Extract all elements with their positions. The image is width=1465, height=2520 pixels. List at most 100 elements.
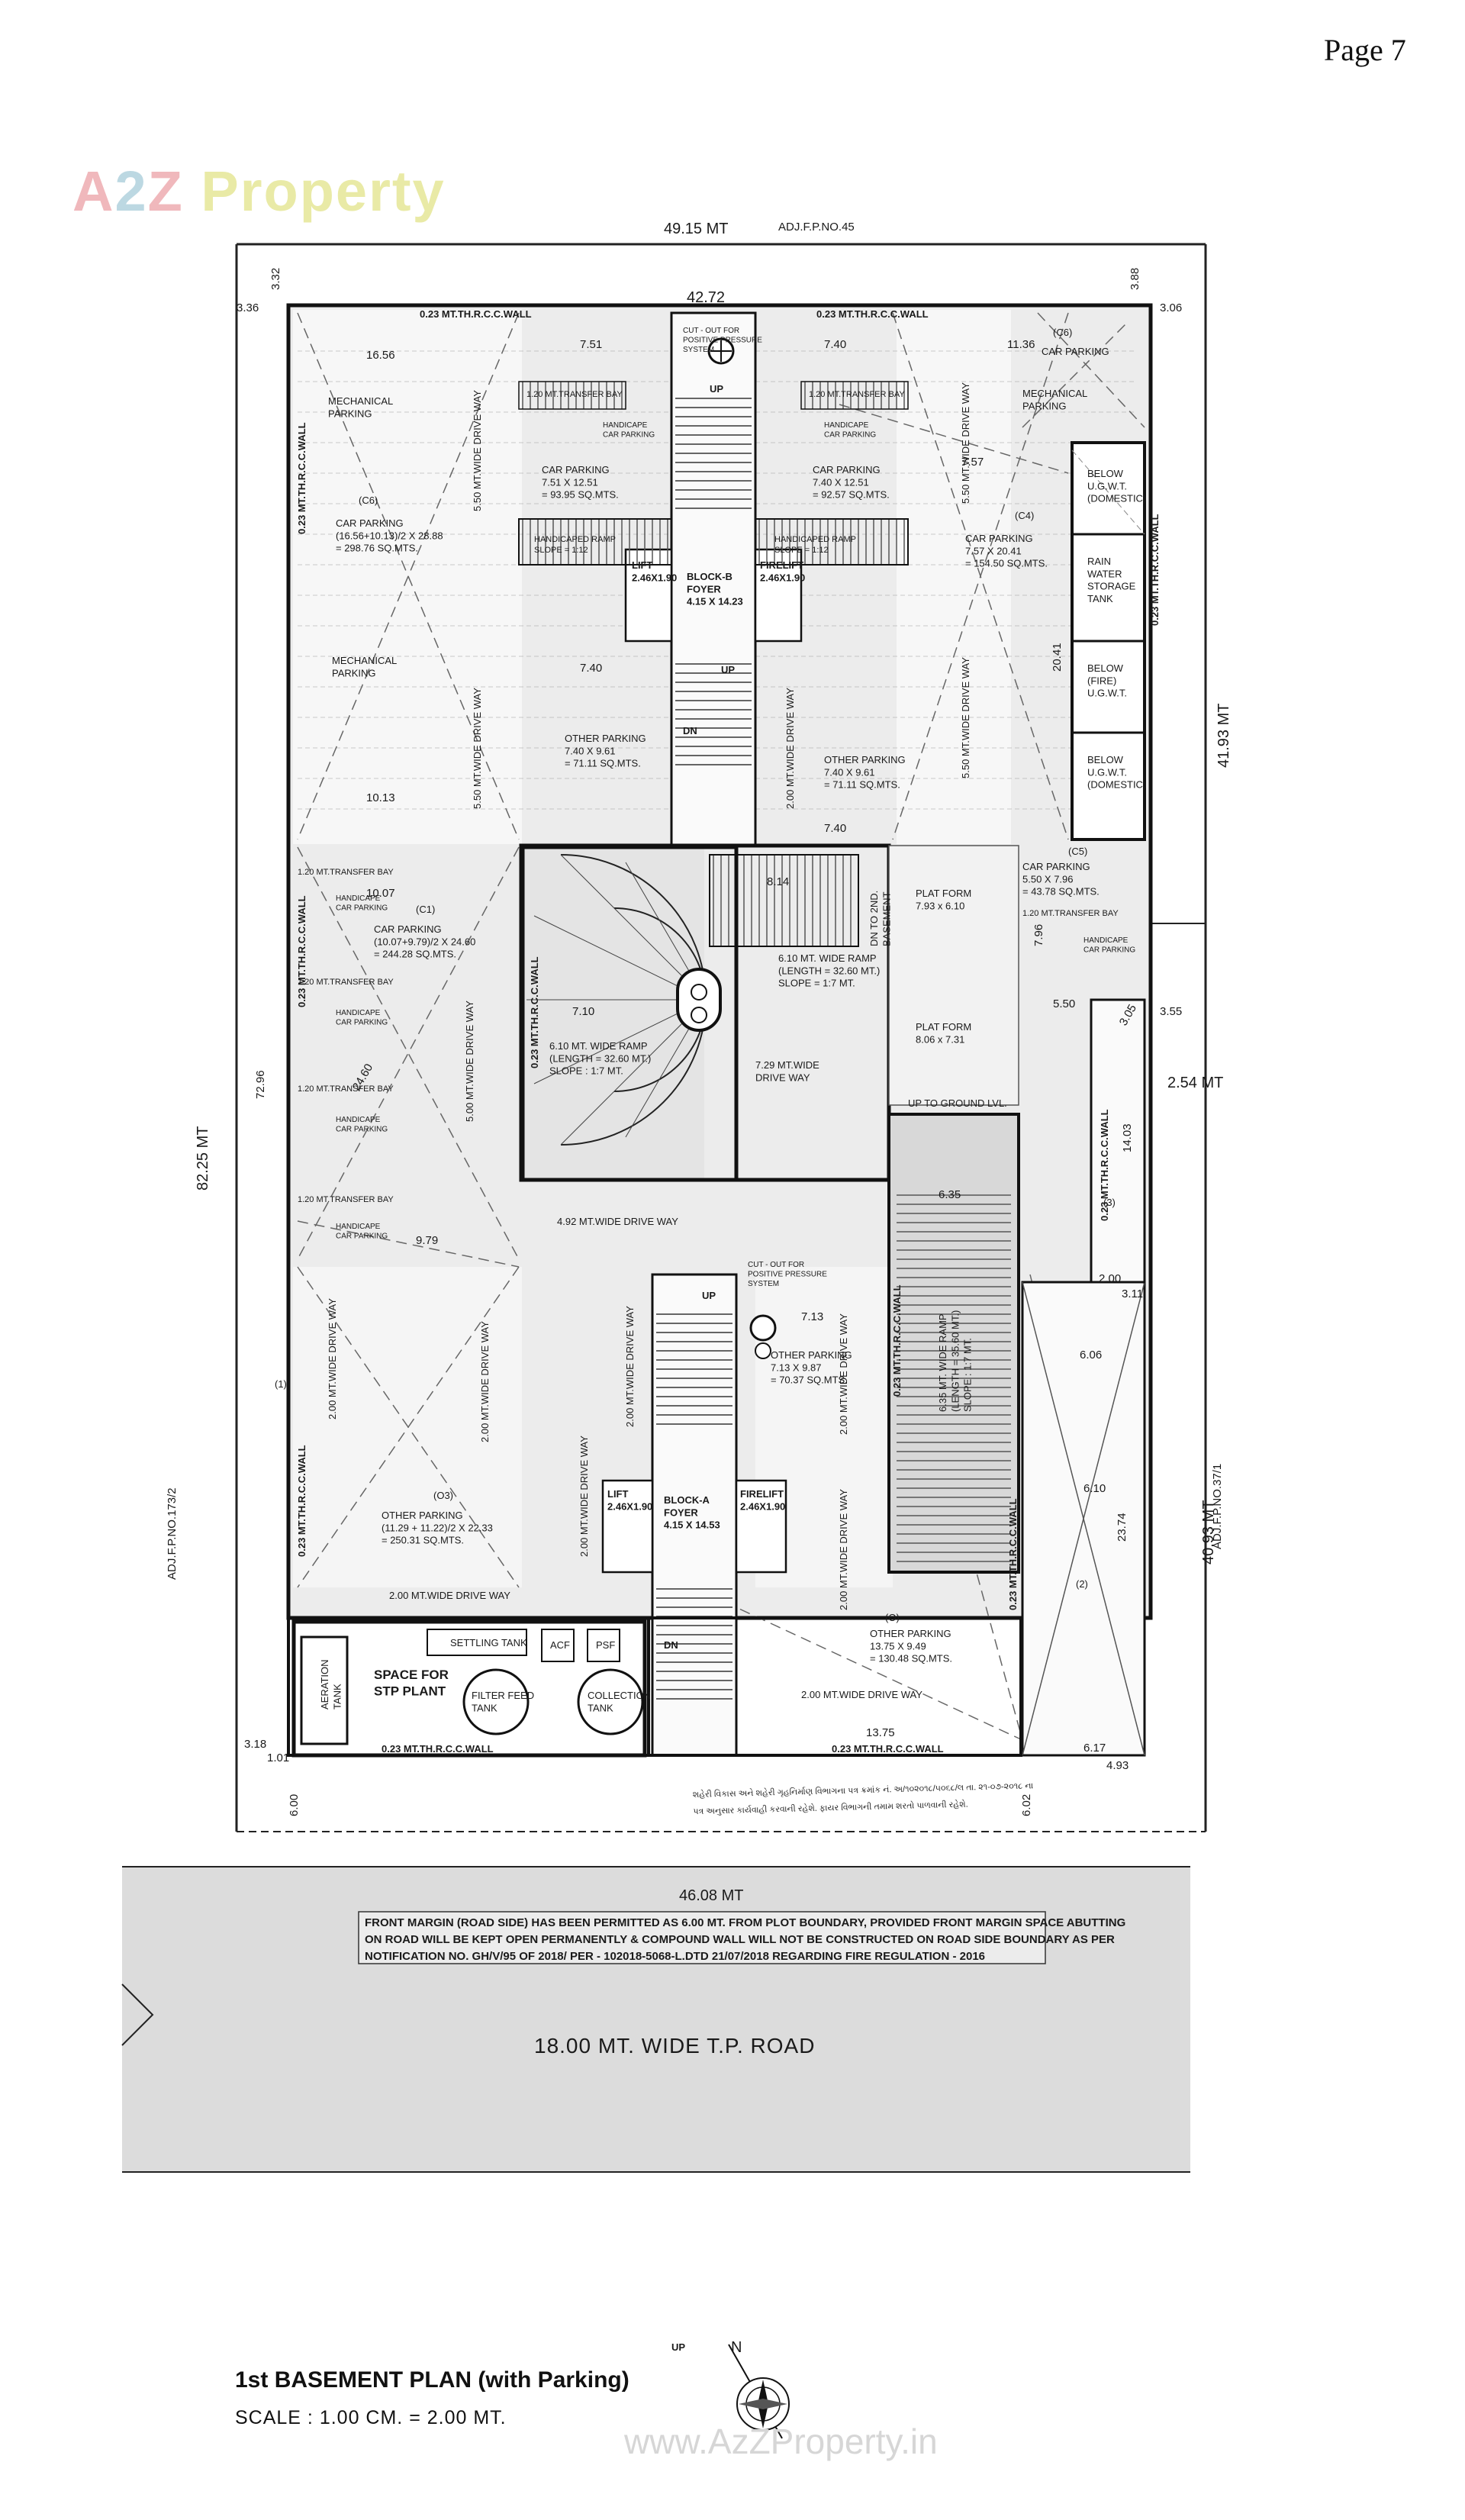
front-margin-note: FRONT MARGIN (ROAD SIDE) HAS BEEN PERMIT… [365, 1916, 1125, 1963]
svg-text:2.00 MT.WIDE DRIVE WAY: 2.00 MT.WIDE DRIVE WAY [479, 1321, 491, 1442]
svg-text:0.23 MT.TH.R.C.C.WALL: 0.23 MT.TH.R.C.C.WALL [296, 1445, 307, 1557]
svg-text:13.75: 13.75 [866, 1726, 895, 1739]
svg-text:1.20 MT.TRANSFER BAY: 1.20 MT.TRANSFER BAY [298, 1084, 394, 1094]
svg-text:2.00 MT.WIDE DRIVE WAY: 2.00 MT.WIDE DRIVE WAY [838, 1489, 849, 1610]
svg-text:6.10 MT. WIDE RAMP(LENGTH = 32: 6.10 MT. WIDE RAMP(LENGTH = 32.60 MT.)SL… [778, 952, 880, 989]
svg-text:2.00 MT.WIDE DRIVE WAY: 2.00 MT.WIDE DRIVE WAY [389, 1590, 510, 1601]
svg-text:5.50 MT.WIDE DRIVE WAY: 5.50 MT.WIDE DRIVE WAY [472, 688, 483, 809]
svg-text:6.10 MT. WIDE RAMP(LENGTH = 32: 6.10 MT. WIDE RAMP(LENGTH = 32.60 MT.)SL… [549, 1040, 651, 1077]
svg-text:20.41: 20.41 [1051, 643, 1064, 672]
svg-text:40.93 MT: 40.93 MT [1200, 1500, 1217, 1565]
svg-text:3.06: 3.06 [1160, 301, 1182, 314]
logo: A2Z Property [72, 160, 446, 223]
ramp-to-ground [887, 1113, 1020, 1574]
svg-text:0.23 MT.TH.R.C.C.WALL: 0.23 MT.TH.R.C.C.WALL [296, 422, 307, 534]
svg-text:3.32: 3.32 [269, 268, 282, 290]
svg-text:AERATIONTANK: AERATIONTANK [319, 1660, 343, 1710]
svg-text:ACF: ACF [550, 1639, 570, 1651]
svg-text:7.13: 7.13 [801, 1310, 823, 1323]
svg-text:7.10: 7.10 [572, 1005, 594, 1018]
svg-text:ADJ.F.P.NO.45: ADJ.F.P.NO.45 [778, 221, 855, 234]
svg-text:1.20 MT.TRANSFER BAY: 1.20 MT.TRANSFER BAY [526, 390, 623, 399]
svg-text:(C6): (C6) [1053, 327, 1072, 338]
svg-text:0.23 MT.TH.R.C.C.WALL: 0.23 MT.TH.R.C.C.WALL [1149, 514, 1161, 626]
svg-text:1.20 MT.TRANSFER BAY: 1.20 MT.TRANSFER BAY [298, 978, 394, 987]
svg-text:FRONT MARGIN (ROAD SIDE) HAS B: FRONT MARGIN (ROAD SIDE) HAS BEEN PERMIT… [365, 1916, 1125, 1929]
svg-text:0.23 MT.TH.R.C.C.WALL: 0.23 MT.TH.R.C.C.WALL [832, 1743, 944, 1755]
svg-text:CAR PARKING(16.56+10.13)/2 X 2: CAR PARKING(16.56+10.13)/2 X 28.88= 298.… [336, 517, 443, 554]
water-tanks [1071, 441, 1146, 841]
svg-text:4.92 MT.WIDE DRIVE WAY: 4.92 MT.WIDE DRIVE WAY [557, 1216, 678, 1227]
svg-text:SETTLING TANK: SETTLING TANK [450, 1637, 527, 1648]
north-compass: N [728, 2339, 790, 2439]
svg-text:3.88: 3.88 [1129, 268, 1141, 290]
svg-text:5.00 MT.WIDE DRIVE WAY: 5.00 MT.WIDE DRIVE WAY [464, 1001, 475, 1122]
svg-text:41.93 MT: 41.93 MT [1215, 704, 1232, 768]
svg-text:6.35 MT. WIDE RAMP(LENGTH = 35: 6.35 MT. WIDE RAMP(LENGTH = 35.60 MT.)SL… [937, 1310, 974, 1412]
svg-text:0.23 MT.TH.R.C.C.WALL: 0.23 MT.TH.R.C.C.WALL [816, 308, 929, 320]
svg-text:(2): (2) [1076, 1578, 1088, 1590]
svg-text:(O3): (O3) [433, 1490, 453, 1501]
svg-text:UP: UP [710, 383, 723, 395]
svg-text:42.72: 42.72 [687, 289, 725, 306]
svg-text:1.20 MT.TRANSFER BAY: 1.20 MT.TRANSFER BAY [1022, 909, 1119, 918]
svg-text:5.50 MT.WIDE DRIVE WAY: 5.50 MT.WIDE DRIVE WAY [960, 382, 971, 504]
north-label: N [731, 2339, 742, 2356]
block-b-core [518, 311, 909, 849]
svg-text:CAR PARKING(10.07+9.79)/2 X 24: CAR PARKING(10.07+9.79)/2 X 24.60= 244.2… [374, 923, 475, 960]
svg-text:3.55: 3.55 [1160, 1005, 1182, 1018]
svg-text:2.00 MT.WIDE DRIVE WAY: 2.00 MT.WIDE DRIVE WAY [801, 1689, 922, 1700]
page-number: Page 7 [1324, 33, 1406, 67]
wall-labels: 0.23 MT.TH.R.C.C.WALL 0.23 MT.TH.R.C.C.W… [296, 308, 1161, 1755]
plot-boundary [235, 243, 1207, 1832]
svg-text:4.93: 4.93 [1106, 1759, 1129, 1772]
svg-text:0.23 MT.TH.R.C.C.WALL: 0.23 MT.TH.R.C.C.WALL [382, 1743, 494, 1755]
svg-text:9.79: 9.79 [416, 1234, 438, 1247]
svg-text:(1): (1) [275, 1378, 287, 1390]
svg-text:3.11: 3.11 [1122, 1287, 1143, 1300]
svg-text:6.00: 6.00 [288, 1794, 301, 1816]
svg-text:ADJ.F.P.NO.173/2: ADJ.F.P.NO.173/2 [166, 1487, 179, 1580]
stp-block [291, 1619, 647, 1758]
svg-text:6.02: 6.02 [1020, 1794, 1033, 1816]
svg-text:8.14: 8.14 [767, 875, 789, 888]
svg-text:0.23 MT.TH.R.C.C.WALL: 0.23 MT.TH.R.C.C.WALL [529, 956, 540, 1068]
svg-text:6.17: 6.17 [1083, 1742, 1106, 1755]
svg-text:7.40: 7.40 [580, 662, 602, 675]
svg-text:3.36: 3.36 [237, 301, 259, 314]
svg-text:72.96: 72.96 [254, 1070, 267, 1099]
svg-text:1.01: 1.01 [267, 1751, 289, 1764]
svg-text:UP: UP [671, 2341, 685, 2353]
svg-text:11.36: 11.36 [1007, 338, 1035, 351]
block-a-core [601, 1273, 787, 1757]
svg-text:7.57: 7.57 [961, 456, 984, 469]
svg-text:6.10: 6.10 [1083, 1482, 1106, 1495]
svg-text:UP: UP [702, 1290, 716, 1301]
svg-text:14.03: 14.03 [1121, 1123, 1134, 1152]
watermark: www.AzZProperty.in [624, 2422, 938, 2461]
